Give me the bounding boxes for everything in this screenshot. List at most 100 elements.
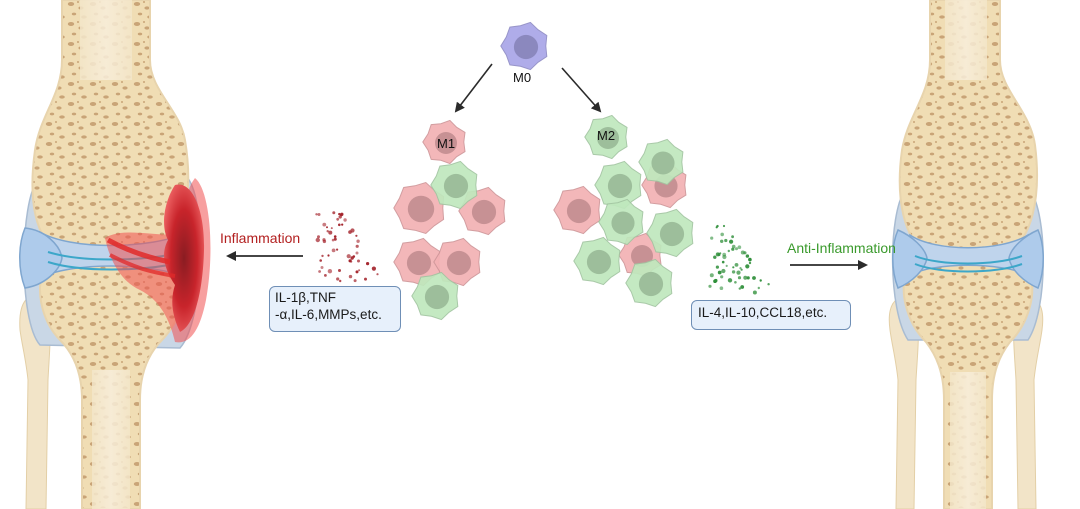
- cytokine-dot: [720, 239, 724, 243]
- cytokine-dot: [716, 224, 719, 228]
- cytokine-dot: [717, 270, 722, 275]
- cytokine-dot: [748, 257, 752, 262]
- anti-inflammatory-cytokine-dots: [708, 224, 770, 295]
- cytokine-dot: [725, 264, 728, 267]
- m2-macrophage-cell: [430, 160, 478, 210]
- m1-macrophage-cell: [393, 181, 445, 235]
- pro-cytokine-line-1: IL-1β,TNF: [275, 290, 337, 305]
- cytokine-dot: [331, 238, 335, 242]
- cytokine-dot: [318, 270, 321, 273]
- m2-label: M2: [597, 128, 615, 143]
- cytokine-dot: [713, 255, 717, 259]
- cytokine-dot: [355, 270, 359, 274]
- cytokine-dot: [338, 212, 341, 216]
- cytokine-dot: [322, 239, 327, 244]
- cytokine-dot: [355, 244, 359, 248]
- cytokine-dot: [321, 254, 324, 258]
- cytokine-dot: [721, 268, 726, 274]
- cytokine-dot: [745, 264, 750, 269]
- macrophage-cells: [393, 21, 694, 321]
- cytokine-dot: [348, 274, 353, 279]
- cytokine-dot: [350, 228, 355, 233]
- m2-macrophage-cell: [598, 198, 644, 246]
- cytokine-dot: [737, 245, 742, 249]
- cytokine-dot: [724, 238, 728, 243]
- pro-inflammatory-cytokine-box: IL-1β,TNF -α,IL-6,MMPs,etc.: [269, 286, 401, 332]
- cytokine-dot: [748, 261, 752, 265]
- cytokine-dot: [322, 222, 327, 227]
- cytokine-dot: [721, 260, 725, 264]
- cytokine-dot: [722, 252, 727, 257]
- cytokine-dot: [355, 234, 358, 237]
- cytokine-dot: [734, 281, 737, 284]
- cytokine-dot: [336, 277, 340, 281]
- cytokine-dot: [734, 263, 739, 267]
- cytokine-dot: [714, 278, 718, 283]
- cytokine-dot: [339, 279, 342, 283]
- cytokine-dot: [341, 223, 344, 226]
- cytokine-dot: [327, 254, 330, 257]
- inflammation-label: Inflammation: [220, 230, 300, 246]
- healthy-knee-joint-icon: [888, 0, 1044, 509]
- cytokine-dot: [752, 290, 757, 295]
- cytokine-dot: [358, 269, 361, 272]
- cytokine-dot: [731, 235, 734, 239]
- anti-inflammation-label: Anti-Inflammation: [787, 240, 896, 256]
- cytokine-dot: [727, 249, 730, 253]
- cytokine-dot: [317, 235, 320, 239]
- cytokine-dot: [731, 247, 735, 251]
- cytokine-dot: [326, 226, 328, 229]
- cytokine-dot: [356, 239, 360, 243]
- cytokine-dot: [336, 248, 339, 251]
- cytokine-dot: [315, 237, 320, 243]
- cytokine-dot: [719, 286, 724, 291]
- cytokine-dot: [320, 266, 324, 269]
- cytokine-dot: [746, 276, 750, 280]
- cytokine-dot: [366, 262, 370, 266]
- cytokine-dot: [727, 278, 733, 283]
- m2-macrophage-cell: [584, 114, 628, 160]
- cytokine-dot: [338, 215, 342, 219]
- m1-macrophage-cell: [433, 237, 481, 287]
- cytokine-dot: [757, 286, 760, 290]
- cytokine-dot: [710, 236, 714, 240]
- cytokine-dot: [336, 217, 340, 221]
- cytokine-dot: [338, 223, 341, 227]
- cytokine-dot: [720, 232, 724, 237]
- m2-macrophage-cell: [638, 138, 684, 186]
- cytokine-dot: [739, 267, 742, 270]
- cytokine-dot: [315, 213, 318, 216]
- m2-macrophage-cell: [411, 271, 459, 321]
- cytokine-dot: [343, 218, 347, 222]
- cytokine-dot: [333, 237, 337, 241]
- cytokine-dot: [353, 279, 357, 283]
- cytokine-dot: [328, 230, 333, 235]
- m2-macrophage-cell: [573, 236, 621, 286]
- m0-to-m1-arrow-icon: [454, 63, 493, 113]
- cytokine-dot: [338, 269, 341, 272]
- cytokine-dot: [364, 277, 367, 281]
- cytokine-dot: [355, 251, 359, 255]
- cytokine-dot: [740, 285, 745, 289]
- cytokine-dot: [731, 270, 736, 274]
- cytokine-dot: [327, 269, 333, 274]
- cytokine-dot: [737, 276, 742, 280]
- cytokine-dot: [326, 230, 329, 233]
- cytokine-dot: [317, 213, 321, 216]
- cytokine-dot: [376, 273, 379, 276]
- cytokine-dot: [717, 253, 721, 257]
- cytokine-dot: [715, 265, 720, 269]
- cytokine-dot: [319, 259, 323, 262]
- anti-inflammatory-cytokine-box: IL-4,IL-10,CCL18,etc.: [691, 300, 851, 330]
- cytokine-dot: [736, 270, 741, 275]
- cytokine-dot: [735, 247, 738, 251]
- cytokine-dot: [708, 284, 712, 288]
- cytokine-dot: [720, 275, 724, 279]
- cytokine-dot: [350, 256, 354, 260]
- cytokine-dot: [738, 287, 741, 290]
- m1-macrophage-cell: [422, 119, 466, 165]
- cytokine-dot: [340, 212, 344, 216]
- pro-inflammatory-cytokine-dots: [315, 211, 379, 283]
- cytokine-dot: [371, 266, 376, 271]
